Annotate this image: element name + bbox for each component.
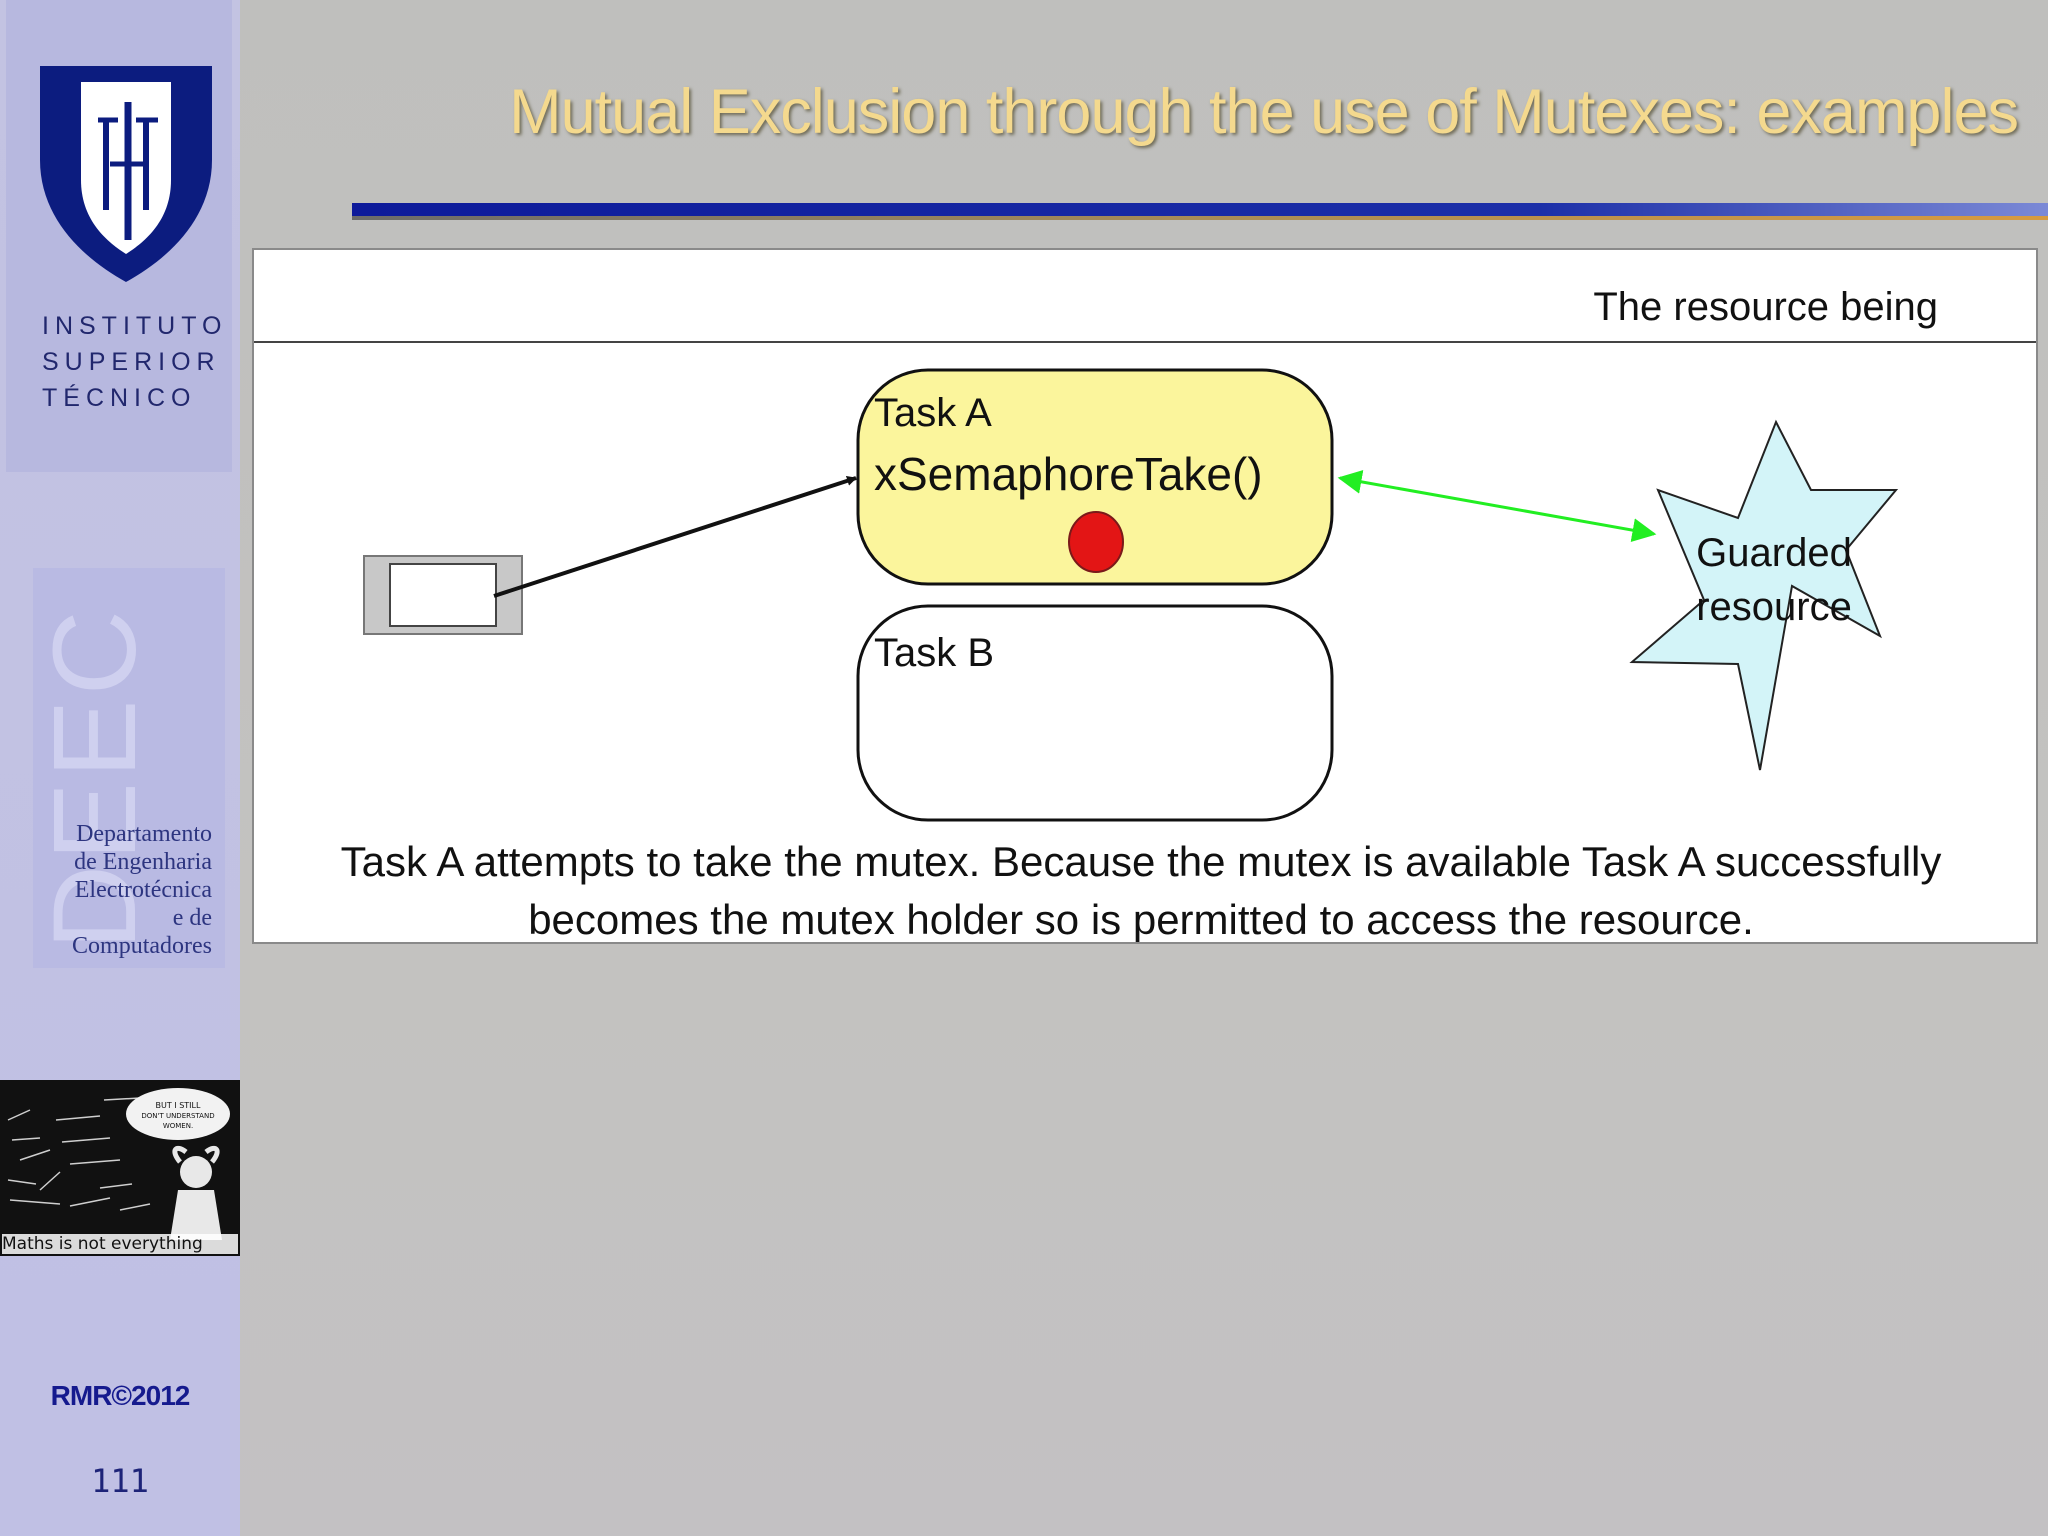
resource-label-line-1: Guarded	[1696, 531, 1852, 575]
mutex-diagram: The resource being Task A xSemaphoreTake…	[254, 285, 2036, 942]
cartoon-speech-3: WOMEN.	[163, 1122, 193, 1130]
resource-access-arrow	[1337, 469, 1657, 543]
department-line-5: Computadores	[72, 933, 212, 959]
department-line-3: Electrotécnica	[74, 877, 212, 903]
task-b-label: Task B	[874, 631, 994, 675]
task-a-box	[856, 368, 1334, 586]
task-a-label: Task A	[874, 391, 992, 435]
institution-line-3: TÉCNICO	[42, 384, 197, 412]
ist-shield-icon	[40, 66, 212, 282]
sidebar: INSTITUTO SUPERIOR TÉCNICO DEEC Departam…	[0, 0, 240, 1536]
resource-label-line-2: resource	[1696, 585, 1852, 629]
title-underline	[352, 203, 2048, 216]
deec-logo-panel	[33, 568, 225, 968]
page-number: 111	[91, 1462, 149, 1500]
department-name: Departamento de Engenharia Electrotécnic…	[34, 820, 212, 960]
cartoon-caption: Maths is not everything	[2, 1234, 238, 1254]
task-a-call: xSemaphoreTake()	[874, 448, 1263, 500]
title-underline-accent	[352, 216, 2048, 220]
institution-line-1: INSTITUTO	[42, 312, 228, 340]
cartoon-drawing: BUT I STILL DON'T UNDERSTAND WOMEN.	[0, 1080, 240, 1256]
cartoon-speech-1: BUT I STILL	[156, 1101, 201, 1110]
copyright: RMR©2012	[50, 1380, 191, 1411]
caption-line-2: becomes the mutex holder so is permitted…	[528, 896, 1754, 942]
slide-title: Mutual Exclusion through the use of Mute…	[509, 77, 2019, 147]
institution-line-2: SUPERIOR	[42, 348, 221, 376]
cartoon-speech-2: DON'T UNDERSTAND	[141, 1112, 214, 1120]
cartoon-image: BUT I STILL DON'T UNDERSTAND WOMEN. Math…	[0, 1080, 240, 1256]
department-line-2: de Engenharia	[74, 849, 212, 875]
task-b-box	[856, 604, 1334, 822]
take-mutex-arrow	[493, 476, 857, 598]
caption-line-1: Task A attempts to take the mutex. Becau…	[341, 838, 1942, 885]
ist-logo: INSTITUTO SUPERIOR TÉCNICO	[6, 0, 232, 472]
diagram-panel: The resource being Task A xSemaphoreTake…	[252, 248, 2038, 944]
department-line-4: e de	[172, 905, 212, 931]
guarded-resource-star-icon	[1629, 419, 1899, 771]
diagram-header-text: The resource being	[1593, 285, 1938, 329]
department-line-1: Departamento	[76, 821, 212, 847]
mutex-token-icon	[1068, 511, 1124, 573]
